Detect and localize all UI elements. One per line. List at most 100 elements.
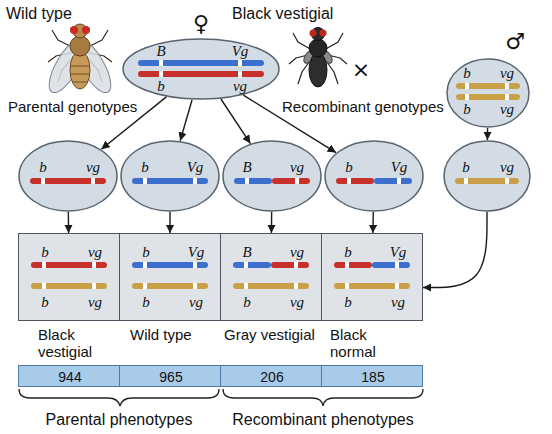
chromosome [234, 178, 272, 184]
inheritance-arrow [271, 212, 273, 233]
inheritance-arrow [221, 99, 251, 144]
allele-label: b [39, 160, 47, 175]
curly-bracket [19, 389, 219, 406]
phenotype-name: Black vestigial [38, 326, 108, 360]
fly-eye [320, 30, 327, 37]
group-heading: Recombinant genotypes [282, 98, 452, 115]
chromosome [336, 178, 374, 184]
cell-outline [18, 140, 118, 212]
allele-label: vg [189, 295, 203, 310]
gene-locus [159, 71, 163, 77]
gene-locus [395, 283, 399, 289]
inheritance-arrow [169, 212, 170, 233]
gene-locus [143, 283, 147, 289]
allele-label: Vg [188, 245, 205, 260]
group-heading: Parental phenotypes [18, 411, 220, 429]
chromosome-cell: bVg [120, 140, 220, 212]
gene-locus [295, 178, 299, 184]
allele-label: b [344, 295, 352, 310]
phenotype-title: Black vestigial [232, 5, 362, 23]
allele-label: vg [290, 160, 304, 175]
gene-locus [238, 71, 242, 77]
allele-label: b [243, 295, 251, 310]
gene-locus [464, 178, 468, 184]
gene-locus [143, 262, 147, 268]
chromosomes [30, 60, 520, 289]
count-cell: 206 [220, 365, 322, 387]
chromosome [132, 178, 208, 184]
inheritance-arrow [68, 212, 70, 233]
chromosome [138, 60, 264, 66]
inheritance-arrow [101, 97, 166, 149]
group-heading: Recombinant phenotypes [222, 411, 424, 429]
gene-locus [41, 178, 45, 184]
allele-label: Vg [232, 44, 249, 59]
gene-locus [505, 178, 509, 184]
gene-locus [42, 262, 46, 268]
chromosome [456, 83, 520, 89]
chromosome [456, 94, 520, 100]
wild-type-fly [42, 24, 117, 97]
fly-head [73, 24, 87, 38]
fly-head [312, 28, 325, 41]
offspring-count: 185 [361, 370, 384, 384]
allele-label: b [463, 102, 471, 117]
fly-legs [48, 30, 112, 82]
fly-abdomen [70, 51, 90, 89]
inheritance-arrow [487, 128, 489, 140]
genotype-box: bVgbvg [119, 233, 221, 321]
offspring-count: 206 [260, 370, 283, 384]
cell-outline [223, 141, 321, 211]
fly-eye [310, 30, 317, 37]
gene-locus [193, 283, 197, 289]
allele-label: B [156, 44, 165, 59]
inheritance-arrow [423, 212, 487, 288]
cell-outline [443, 140, 531, 212]
chromosome [334, 283, 410, 289]
fly-eye [82, 26, 90, 34]
phenotype-name: Gray vestigial [224, 326, 324, 343]
allele-label: vg [88, 295, 102, 310]
count-cell: 965 [119, 365, 221, 387]
cell-outline [120, 140, 220, 212]
chromosome-cell: bvgbvg [446, 58, 530, 128]
chromosome-cell: bvg [443, 140, 531, 212]
gene-locus [193, 262, 197, 268]
chromosome [233, 283, 309, 289]
allele-label: b [157, 79, 165, 94]
gene-locus [143, 178, 147, 184]
chromosome [233, 262, 271, 268]
chromosome-cell: b vg [18, 140, 118, 212]
chromosome [31, 283, 107, 289]
allele-label: vg [233, 79, 247, 94]
cell-outline [324, 140, 424, 212]
gene-locus [91, 178, 95, 184]
allele-label: vg [290, 245, 304, 260]
chromosome [132, 262, 208, 268]
offspring-count: 944 [58, 370, 81, 384]
cell-outline [325, 141, 423, 211]
gene-locus [345, 283, 349, 289]
allele-label: vg [86, 160, 100, 175]
allele-label: Vg [391, 160, 408, 175]
offspring-count: 965 [159, 370, 182, 384]
cell-outline [123, 39, 279, 99]
inheritance-arrow [372, 212, 374, 233]
gene-locus [294, 283, 298, 289]
cell-outline [121, 141, 219, 211]
chromosome [271, 262, 309, 268]
gene-locus [465, 94, 469, 100]
chromosome [374, 178, 412, 184]
fly-abdomen [309, 53, 327, 87]
chromosome [138, 71, 264, 77]
gene-locus [294, 262, 298, 268]
allele-label: b [345, 160, 353, 175]
allele-label: B [242, 160, 251, 175]
gene-locus [465, 83, 469, 89]
gene-loci [41, 60, 509, 289]
chromosome-cell: B Vg b vg [122, 38, 280, 100]
genotype-box: bVgbvg [321, 233, 423, 321]
gene-locus [159, 60, 163, 66]
sex-symbol: ♀ [190, 12, 212, 36]
